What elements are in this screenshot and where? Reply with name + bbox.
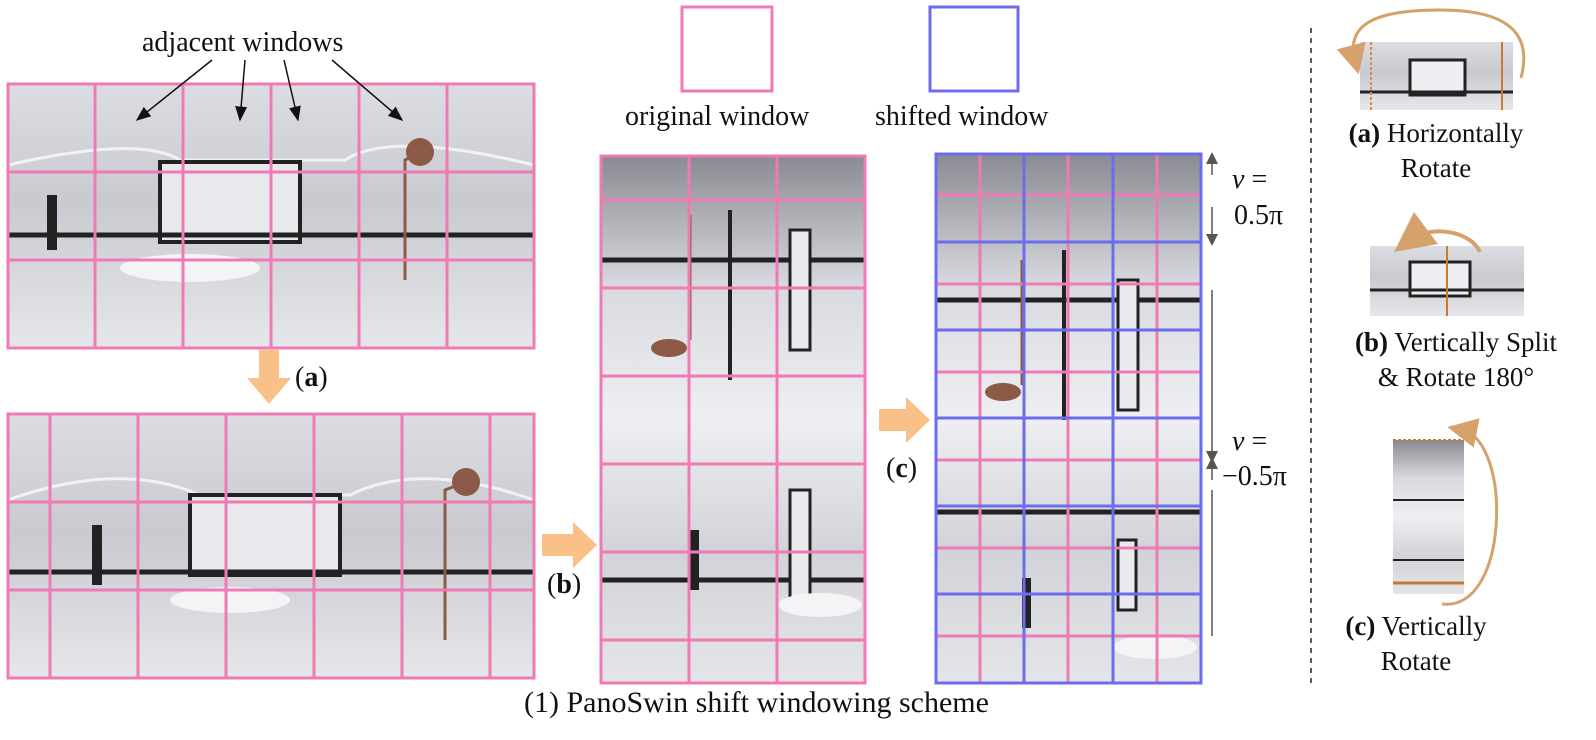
operation-c-letter: (c) (1345, 611, 1376, 641)
figure-caption: (1) PanoSwin shift windowing scheme (524, 686, 989, 719)
operation-a-line1: Horizontally (1386, 118, 1524, 148)
step-c-letter: c (895, 453, 908, 484)
arrow-c (879, 397, 930, 443)
step-b-label: (b) (547, 569, 582, 600)
operation-b-caption: (b) Vertically Split & Rotate 180° (1318, 325, 1594, 394)
latitude-top-value: 0.5π (1234, 200, 1284, 231)
operation-b-line1: Vertically Split (1394, 327, 1557, 357)
latitude-bottom-value: −0.5π (1222, 461, 1287, 492)
operation-c-caption: (c) Vertically Rotate (1316, 609, 1516, 678)
step-a-label: (a) (295, 362, 328, 393)
latitude-bottom-var: v (1232, 426, 1245, 457)
operation-a-caption: (a) Horizontally Rotate (1326, 116, 1546, 185)
shifted-window-swatch (928, 5, 1020, 93)
step-a-letter: a (304, 362, 319, 393)
step-b-letter: b (556, 569, 572, 600)
split-panorama (601, 156, 865, 683)
latitude-top-var: v (1232, 164, 1245, 195)
latitude-top-equals: = (1251, 164, 1268, 195)
arrow-a (247, 350, 291, 404)
adjacent-window-pointers (135, 59, 404, 122)
latitude-bottom-eq: v = (1232, 428, 1267, 456)
step-c-label: (c) (886, 453, 918, 484)
thumb-vertical-split (1370, 212, 1524, 316)
operation-c-line2: Rotate (1380, 645, 1452, 676)
operation-a-letter: (a) (1348, 118, 1381, 148)
operation-a-line2: Rotate (1400, 152, 1472, 183)
bottom-panorama (7, 414, 535, 678)
bottom-panorama-grid (6, 412, 536, 680)
shifted-window-label: shifted window (875, 101, 1049, 132)
operation-b-letter: (b) (1355, 327, 1388, 357)
split-panorama-grid (599, 154, 867, 685)
original-window-swatch (680, 5, 774, 93)
original-window-label: original window (625, 101, 810, 132)
latitude-bottom-equals: = (1251, 426, 1268, 457)
operation-c-line1: Vertically (1381, 611, 1487, 641)
shifted-panorama-grid-shifted (934, 152, 1203, 685)
adjacent-windows-label: adjacent windows (142, 27, 344, 58)
thumb-vertical-rotate (1393, 418, 1499, 606)
arrow-b (542, 522, 597, 568)
operation-b-line2: & Rotate 180° (1377, 361, 1535, 392)
latitude-top-eq: v = (1232, 166, 1267, 194)
thumb-horizontal-rotate (1336, 8, 1526, 110)
top-panorama-grid (6, 82, 536, 350)
